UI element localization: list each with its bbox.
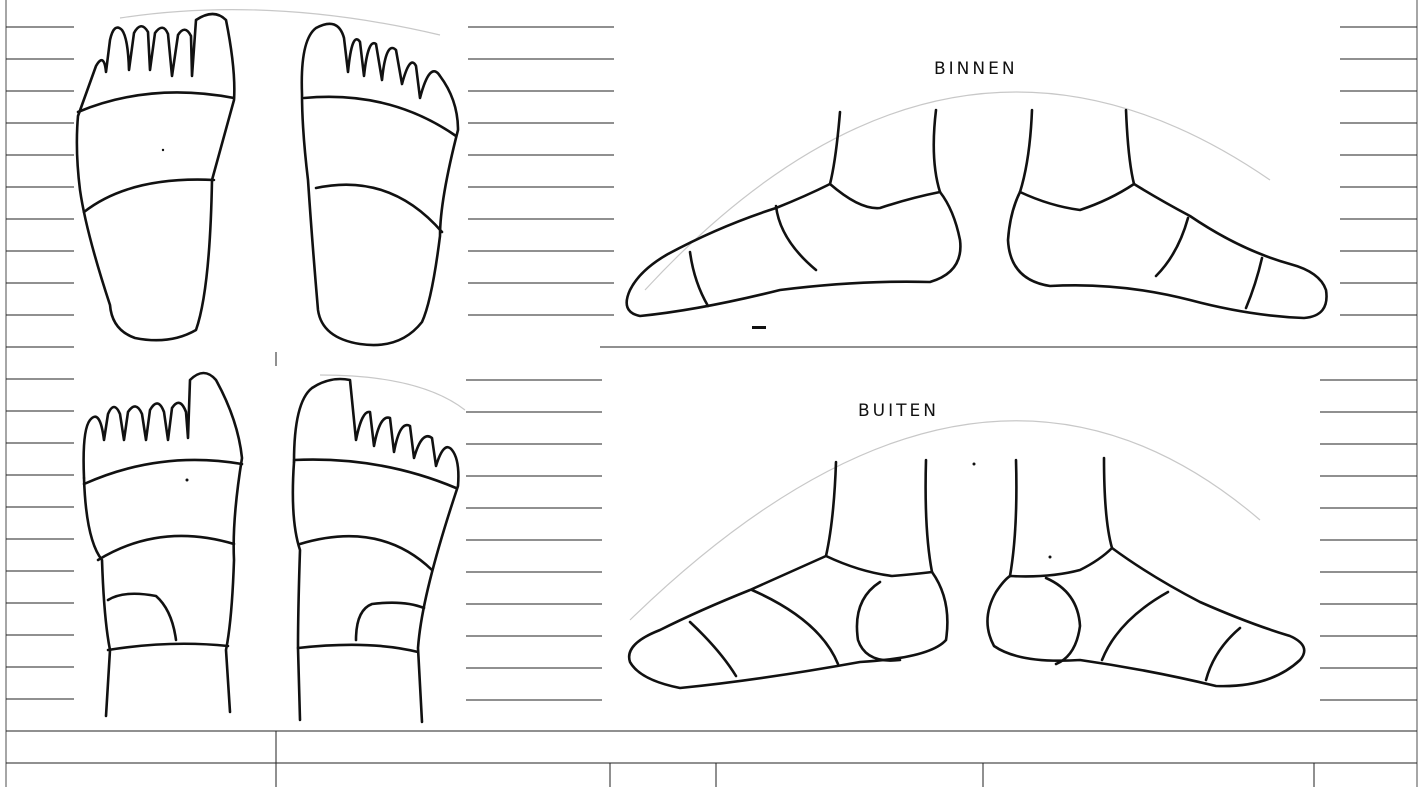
stray-marks [162,149,1052,559]
outer-foot-right [987,458,1304,686]
left-sole-bottom [84,373,242,716]
label-outer: BUITEN [858,401,939,421]
ruled-lines [6,27,1417,700]
inner-foot-right [1008,110,1327,318]
guide-arcs [120,10,1270,620]
section-dividers [6,347,1417,787]
left-sole-top [77,14,234,340]
right-sole-bottom [293,379,459,722]
inner-foot-left [627,110,961,316]
page-frame [6,0,1417,787]
right-sole-top [302,24,458,345]
label-inner: BINNEN [934,59,1018,79]
